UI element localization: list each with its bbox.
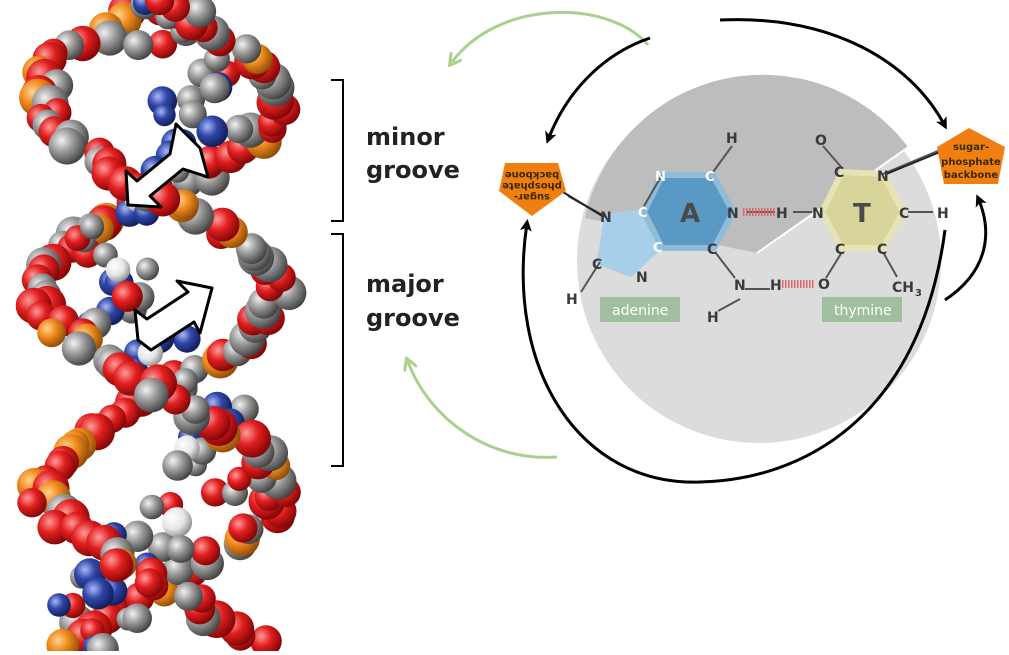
helix-atom [46,628,80,651]
helix-atom [134,377,169,413]
backbone-arrow-top-left [545,36,651,144]
svg-text:CH: CH [892,280,914,296]
helix-atom [162,450,193,481]
thymine-name-box [822,297,902,322]
svg-text:C: C [899,206,909,222]
atom-labels: H C N C N C C N C H N H N C O N C H C C … [566,131,949,326]
helix-atom [148,29,178,59]
svg-text:H: H [707,310,719,326]
backbone-arrow-bottom-right [699,229,947,484]
helix-atom [92,20,128,56]
helix-atom [166,535,195,563]
minor-groove-label: minor [366,123,445,151]
helix-atom [105,257,131,282]
thymine-structure: T [819,169,906,251]
svg-text:H: H [776,206,788,222]
minor-groove-bracket [331,79,344,222]
backbone-arrow-right-up [944,194,988,302]
helix-atom [233,419,271,458]
svg-text:O: O [815,133,827,149]
svg-text:phosphate: phosphate [502,180,562,191]
helix-atom [122,603,152,633]
helix-atom [47,593,71,617]
major-groove-bracket [331,233,344,467]
adenine-name: adenine [612,303,668,319]
helix-atom [79,215,104,239]
backbone-arrow-bottom-left [519,219,701,484]
helix-atom [173,581,203,611]
backbone-arrow-top-right [719,18,947,130]
helix-atom [224,114,254,144]
svg-text:N: N [655,170,666,185]
svg-text:C: C [638,206,648,221]
svg-text:C: C [592,257,602,273]
helix-atom [139,494,165,520]
helix-atom [136,257,159,281]
helix-atom [145,0,175,16]
svg-text:sugar-: sugar- [514,191,550,202]
major-groove-label: major [366,270,444,298]
helix-atom [191,536,221,566]
helix-atom [250,625,282,651]
svg-text:C: C [705,170,715,185]
svg-text:N: N [600,210,612,226]
svg-text:O: O [818,277,830,293]
helix-atom [82,577,114,610]
svg-text:C: C [653,241,663,256]
svg-text:H: H [937,206,949,222]
helix-atom [196,115,228,148]
svg-text:backbone: backbone [944,170,999,181]
helix-atom [99,548,134,582]
svg-text:backbone: backbone [505,169,560,180]
svg-text:H: H [770,278,782,294]
helix-atom [205,207,240,242]
helix-atom [61,331,97,366]
helix-atom [153,103,176,127]
svg-text:3: 3 [915,288,922,299]
minor-groove-arrow [124,122,210,209]
helix-atom [134,568,164,598]
svg-text:H: H [566,292,578,308]
rotation-arrow-top [452,11,650,62]
adenine-name-box [600,297,680,322]
backbone-right: sugar- phosphate backbone [937,128,1005,184]
major-groove-label-line2: groove [366,304,460,332]
svg-text:C: C [834,165,844,181]
svg-text:N: N [877,169,889,185]
helix-atom [200,478,230,507]
helix-atom [178,100,207,129]
adenine-letter: A [680,199,700,229]
adenine-structure: A [597,172,736,277]
backbone-left: sugar- phosphate backbone [499,163,566,216]
helix-atom [231,34,262,64]
svg-text:sugar-: sugar- [953,142,989,153]
thymine-letter: T [853,199,871,229]
svg-text:C: C [877,242,887,258]
helix-atom [123,30,154,60]
helix-atom [37,318,66,348]
svg-text:H: H [726,131,738,147]
helix-atom [111,280,143,312]
helix-atom [199,73,230,104]
major-groove-arrow [133,279,214,352]
thymine-name: thymine [834,303,892,319]
helix-atom [162,554,194,586]
helix-atom [228,513,258,543]
helix-atom [48,127,86,165]
helix-atom [161,507,193,538]
svg-text:C: C [835,242,845,258]
minor-groove-label-line2: groove [366,156,460,184]
helix-atom [87,633,119,651]
svg-text:C: C [707,242,717,258]
helix-atom [17,488,47,518]
rotation-arrow-bottom [408,362,558,459]
svg-text:phosphate: phosphate [941,157,1001,168]
svg-text:N: N [812,206,824,222]
svg-text:N: N [727,206,739,222]
helix-atom [184,0,217,28]
svg-text:N: N [636,270,648,286]
svg-text:N: N [734,278,746,294]
